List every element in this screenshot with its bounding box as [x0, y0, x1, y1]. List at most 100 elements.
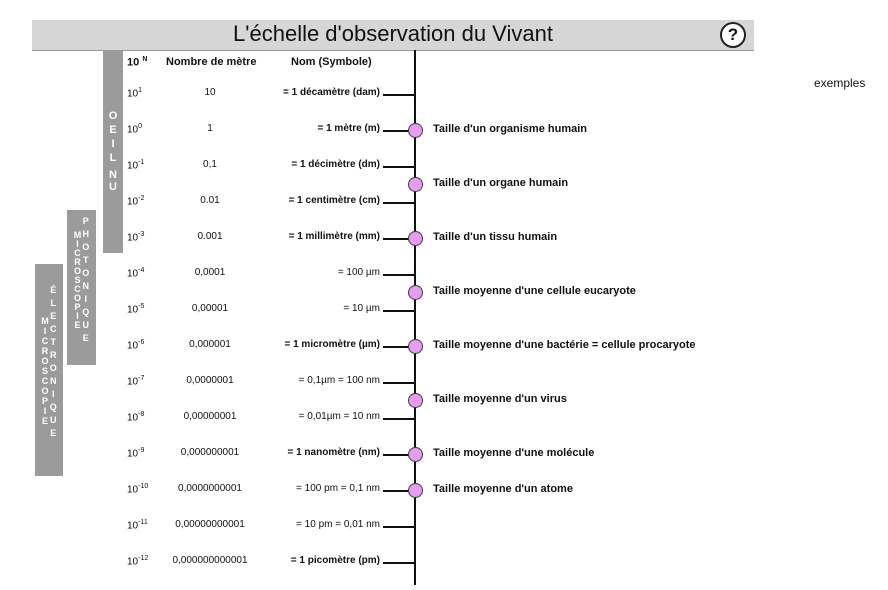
bar-letter: N	[82, 281, 89, 291]
power-exponent: -4	[138, 267, 145, 274]
bar-letter: C	[74, 247, 81, 258]
unit-name: = 1 micromètre (µm)	[284, 339, 380, 350]
example-label: Taille d'un organe humain	[433, 177, 569, 189]
example-marker[interactable]	[408, 447, 423, 462]
unit-name: = 1 millimètre (mm)	[288, 231, 380, 242]
bar-letter: I	[51, 389, 55, 399]
bar-letter: C	[41, 335, 49, 346]
bar-letter: I	[76, 238, 79, 249]
scale-tick	[383, 130, 415, 132]
decimal-value: 0,1	[203, 159, 217, 170]
scale-axis	[414, 50, 416, 585]
example-marker[interactable]	[408, 393, 423, 408]
bar-letter: U	[109, 181, 117, 193]
power-of-ten: 10-12	[127, 555, 148, 567]
example-label: Taille moyenne d'un atome	[433, 483, 573, 495]
power-exponent: -12	[138, 555, 149, 562]
header-decimal: Nombre de mètre	[166, 56, 257, 68]
bar-letter: E	[50, 311, 57, 321]
scale-tick	[383, 310, 415, 312]
decimal-value: 1	[207, 123, 213, 134]
unit-name: = 1 décamètre (dam)	[283, 87, 380, 98]
bar-letter: M	[41, 315, 49, 326]
power-of-ten: 10-3	[127, 231, 144, 243]
power-of-ten: 10-1	[127, 159, 144, 171]
example-marker[interactable]	[408, 339, 423, 354]
power-base: 10	[127, 520, 139, 532]
decimal-value: 0,00001	[191, 303, 229, 314]
example-marker[interactable]	[408, 123, 423, 138]
example-label: Taille moyenne d'un virus	[433, 393, 567, 405]
power-of-ten: 10-10	[127, 483, 148, 495]
decimal-value: 0,000000000001	[172, 555, 248, 566]
power-base: 10	[127, 340, 139, 352]
bar-letter: H	[82, 229, 89, 239]
bar-letter: S	[41, 365, 48, 376]
decimal-value: 10	[204, 87, 216, 98]
bar-letter: U	[82, 320, 89, 330]
scale-tick	[383, 166, 415, 168]
unit-name: = 100 pm = 0,1 nm	[296, 483, 380, 494]
power-of-ten: 10-8	[127, 411, 144, 423]
unit-name: = 1 mètre (m)	[317, 123, 380, 134]
decimal-value: 0.001	[197, 231, 223, 242]
bar-letter: E	[41, 415, 48, 426]
example-marker[interactable]	[408, 231, 423, 246]
bar-letter: R	[49, 350, 57, 360]
bar-letter: P	[74, 301, 81, 312]
header-name: Nom (Symbole)	[291, 56, 372, 68]
power-base: 10	[127, 484, 139, 496]
bar-letter: I	[84, 294, 87, 304]
power-exponent: -1	[138, 159, 145, 166]
scale-tick	[383, 382, 415, 384]
examples-link[interactable]: exemples	[814, 76, 866, 90]
unit-name: = 1 nanomètre (nm)	[287, 447, 380, 458]
scale-tick	[383, 418, 415, 420]
unit-name: = 100 µm	[337, 267, 380, 278]
bar-letter: C	[49, 324, 57, 334]
unit-name: = 10 µm	[343, 303, 380, 314]
power-base: 10	[127, 376, 139, 388]
question-circle-icon[interactable]: ?	[720, 22, 746, 48]
power-exponent: -8	[138, 411, 145, 418]
power-exponent: -10	[138, 483, 149, 490]
scale-tick	[383, 490, 415, 492]
power-of-ten: 10-4	[127, 267, 144, 279]
bar-letter: C	[41, 375, 49, 386]
decimal-value: 0,000000001	[180, 447, 240, 458]
power-of-ten: 10-7	[127, 375, 144, 387]
power-base: 10	[127, 556, 139, 568]
bar-letter: N	[49, 376, 57, 386]
bar-letter: M	[73, 229, 82, 240]
bar-letter: É	[50, 285, 57, 295]
power-exponent: 1	[138, 87, 143, 94]
power-base: 10	[127, 304, 139, 316]
scale-tick	[383, 454, 415, 456]
power-exponent: -5	[138, 303, 145, 310]
bar-letter: O	[82, 242, 90, 252]
power-of-ten: 10-2	[127, 195, 144, 207]
power-base: 10	[127, 232, 139, 244]
bar-letter: R	[74, 256, 81, 267]
bar-letter: T	[50, 337, 56, 347]
example-marker[interactable]	[408, 285, 423, 300]
bar-letter: O	[82, 268, 90, 278]
example-marker[interactable]	[408, 177, 423, 192]
unit-name: = 1 décimètre (dm)	[291, 159, 380, 170]
power-exponent: -9	[138, 447, 145, 454]
power-of-ten: 10-11	[127, 519, 148, 531]
decimal-value: 0,0000000001	[178, 483, 242, 494]
power-exponent: -3	[138, 231, 145, 238]
bar-letter: O	[73, 292, 81, 303]
scale-tick	[383, 526, 415, 528]
power-exponent: -6	[138, 339, 145, 346]
bar-letter: I	[111, 138, 115, 150]
example-marker[interactable]	[408, 483, 423, 498]
decimal-value: 0,0001	[194, 267, 226, 278]
power-exponent: -2	[138, 195, 145, 202]
title-bar: L'échelle d'observation du Vivant ?	[32, 20, 754, 51]
